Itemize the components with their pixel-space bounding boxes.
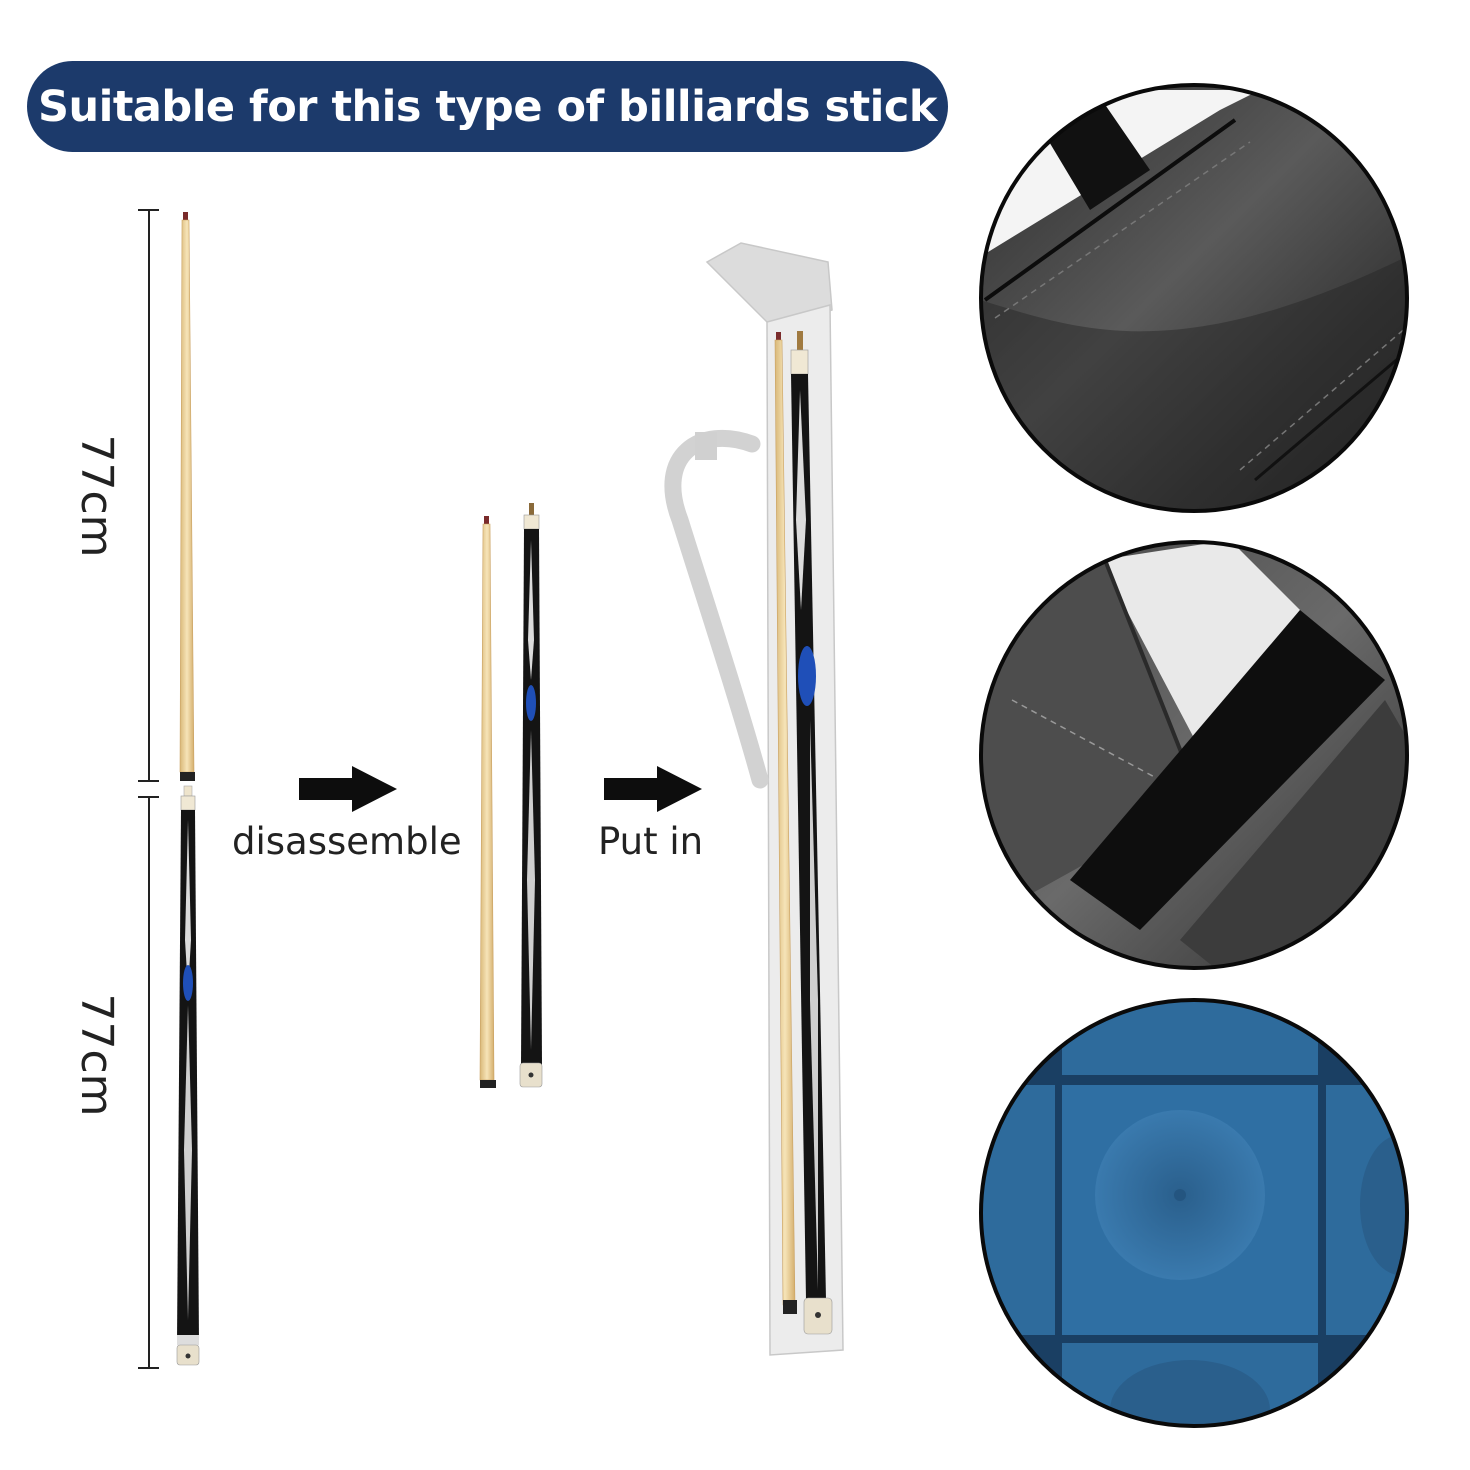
arrow-right-icon [299,766,397,812]
full-cue-butt [176,785,200,1366]
disassembled-butt [519,503,543,1088]
blue-chalk-closeup-icon [979,998,1409,1428]
step-disassemble-label: disassemble [232,820,462,863]
cue-case [664,242,844,1356]
title-banner: Suitable for this type of billiards stic… [27,61,948,152]
dimension-bracket-lower [138,796,159,1369]
title-text: Suitable for this type of billiards stic… [38,81,937,132]
full-cue-shaft [179,212,195,781]
dimension-bracket-upper [138,209,159,782]
disassembled-shaft [479,516,496,1088]
dimension-label-upper: 77cm [71,434,122,558]
leather-strap-closeup-icon [979,83,1409,513]
arrow-right-icon [604,766,702,812]
step-put-in-label: Put in [598,820,704,863]
velcro-closure-closeup-icon [979,540,1409,970]
dimension-label-lower: 77cm [71,993,122,1117]
